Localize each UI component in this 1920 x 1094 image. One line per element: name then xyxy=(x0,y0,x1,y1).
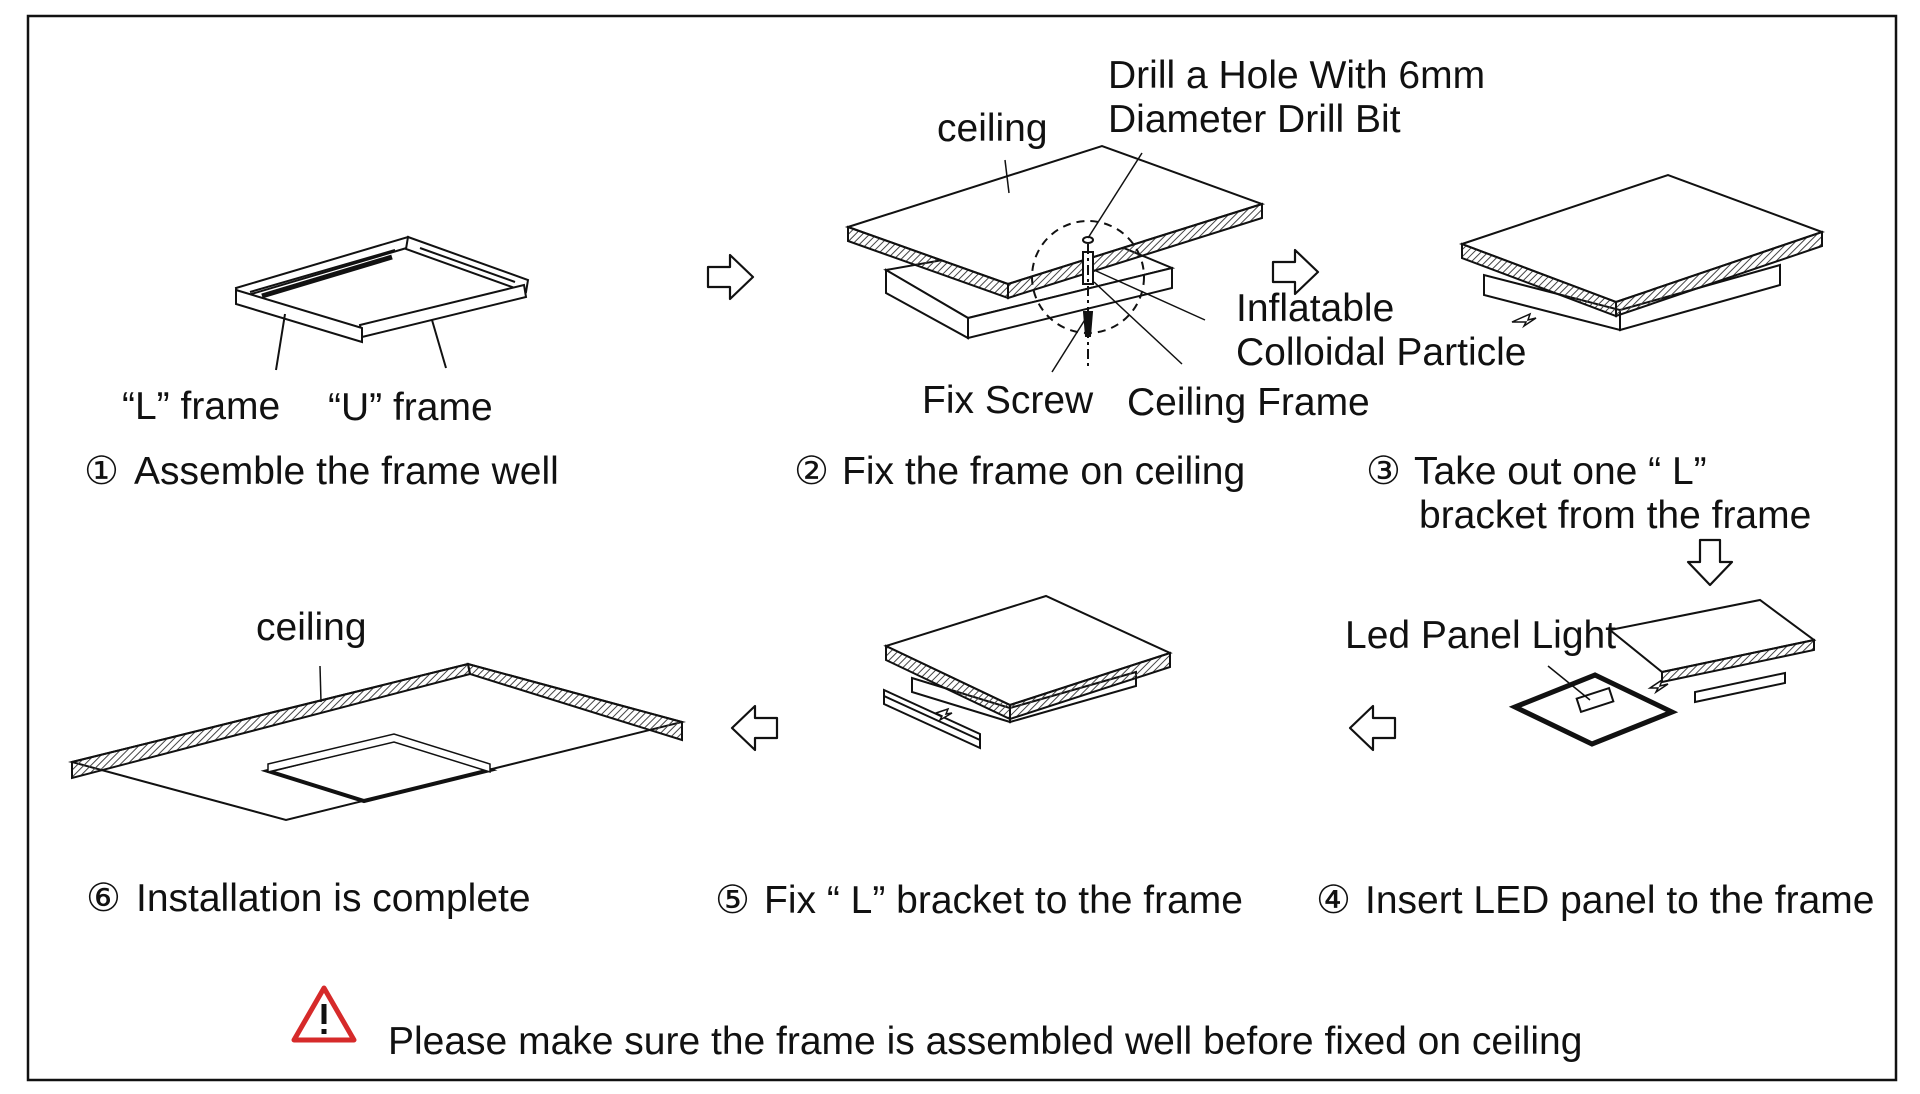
warning-triangle-icon xyxy=(291,985,357,1043)
ceiling-label: ceiling xyxy=(256,606,367,649)
hollow-arrow-icon xyxy=(706,253,755,301)
hollow-arrow-icon xyxy=(1686,538,1734,587)
step-3-remove-bracket xyxy=(1459,173,1825,332)
step-2-number: ② xyxy=(794,450,829,493)
l-frame-label: “L” frame xyxy=(122,385,280,428)
step-5-number: ⑤ xyxy=(715,879,750,922)
step-4-insert-panel xyxy=(1508,598,1817,747)
step-6-number: ⑥ xyxy=(86,877,121,920)
warning-text: Please make sure the frame is assembled … xyxy=(388,1020,1582,1063)
drill-label-line-1: Drill a Hole With 6mm xyxy=(1108,54,1485,97)
hollow-arrow-icon xyxy=(730,704,779,752)
inflatable-label-line-2: Colloidal Particle xyxy=(1236,331,1526,374)
step-6-complete xyxy=(68,662,686,822)
step-6-caption: Installation is complete xyxy=(136,877,531,920)
step-2-ceiling-mounting xyxy=(844,144,1266,373)
led-panel-label: Led Panel Light xyxy=(1345,614,1616,657)
step-1-caption: Assemble the frame well xyxy=(134,450,559,493)
step-3-caption-line-1: Take out one “ L” xyxy=(1414,450,1707,493)
fix-screw-label: Fix Screw xyxy=(922,379,1094,422)
drill-label-line-2: Diameter Drill Bit xyxy=(1108,98,1401,141)
step-1-number: ① xyxy=(84,450,119,493)
u-frame-label: “U” frame xyxy=(328,386,493,429)
hollow-arrow-icon xyxy=(1348,704,1397,752)
inflatable-label-line-1: Inflatable xyxy=(1236,287,1394,330)
step-5-fix-bracket xyxy=(883,594,1173,750)
diagram-border xyxy=(26,14,1898,1082)
step-3-number: ③ xyxy=(1366,450,1401,493)
ceiling-frame-label: Ceiling Frame xyxy=(1127,381,1370,424)
step-5-caption: Fix “ L” bracket to the frame xyxy=(764,879,1243,922)
step-2-caption: Fix the frame on ceiling xyxy=(842,450,1245,493)
step-4-caption: Insert LED panel to the frame xyxy=(1365,879,1874,922)
step-3-caption-line-2: bracket from the frame xyxy=(1419,494,1811,537)
step-1-frame-assembly xyxy=(234,235,530,371)
ceiling-label: ceiling xyxy=(937,107,1048,150)
step-4-number: ④ xyxy=(1316,879,1351,922)
